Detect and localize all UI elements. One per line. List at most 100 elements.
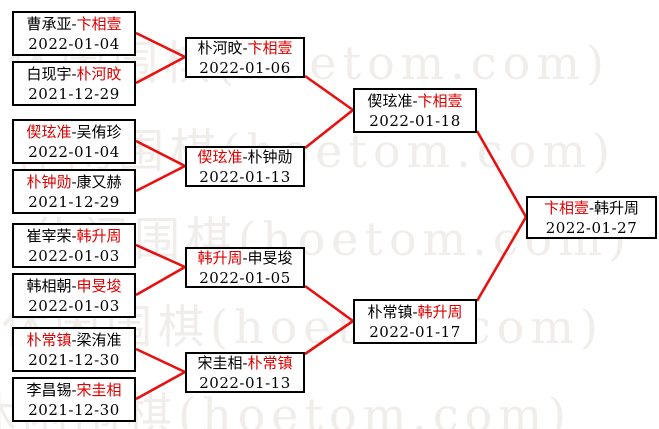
player1-name: 朴常镇 <box>367 302 413 321</box>
player1-name: 白现宇 <box>26 64 72 83</box>
connector-line <box>135 347 186 374</box>
player2-name: 韩升周 <box>417 302 463 321</box>
player1-name: 韩相朝 <box>26 276 72 295</box>
players-separator: - <box>71 172 77 191</box>
match-players: 朴河旼-卞相壹 <box>197 38 292 58</box>
players-separator: - <box>71 330 77 349</box>
player1-name: 韩升周 <box>197 248 243 267</box>
match-players: 崔宰荣-韩升周 <box>26 226 121 246</box>
player2-name: 韩升周 <box>76 226 122 245</box>
players-separator: - <box>242 38 248 57</box>
match-date: 2022-01-03 <box>28 296 120 315</box>
match-date: 2022-01-13 <box>199 167 291 186</box>
match-box-r1m6: 韩相朝-申旻埈 2022-01-03 <box>12 273 136 318</box>
match-box-r2m4: 宋圭相-朴常镇 2022-01-13 <box>185 352 305 393</box>
match-box-r1m1: 曹承亚-卞相壹 2022-01-04 <box>12 11 136 56</box>
match-date: 2022-01-18 <box>369 111 461 130</box>
players-separator: - <box>588 198 595 217</box>
match-box-sf2: 朴常镇-韩升周 2022-01-17 <box>353 299 477 344</box>
player2-name: 卞相壹 <box>417 91 463 110</box>
players-separator: - <box>412 302 418 321</box>
match-players: 白现宇-朴河旼 <box>26 64 121 84</box>
connector-line <box>135 265 186 297</box>
connector-line <box>135 31 186 59</box>
player1-name: 卞相壹 <box>543 198 589 217</box>
player1-name: 偰玹准 <box>26 122 72 141</box>
connector-line <box>304 108 354 150</box>
player2-name: 吴侑珍 <box>76 122 122 141</box>
match-players: 曹承亚-卞相壹 <box>26 14 121 34</box>
match-players: 朴常镇-韩升周 <box>367 302 462 322</box>
connector-line <box>135 164 186 193</box>
match-date: 2022-01-05 <box>199 268 291 287</box>
match-players: 韩相朝-申旻埈 <box>26 276 121 296</box>
match-box-r1m4: 朴钟勋-康又赫 2021-12-29 <box>12 169 136 214</box>
player2-name: 韩升周 <box>594 198 640 217</box>
connector-line <box>475 130 528 218</box>
player2-name: 梁洧准 <box>76 330 122 349</box>
match-players: 偰玹准-吴侑珍 <box>26 122 121 142</box>
match-box-r2m3: 韩升周-申旻埈 2022-01-05 <box>185 247 305 288</box>
match-date: 2022-01-04 <box>28 142 120 161</box>
players-separator: - <box>412 91 418 110</box>
match-date: 2022-01-27 <box>545 218 638 237</box>
player1-name: 崔宰荣 <box>26 226 72 245</box>
player2-name: 卞相壹 <box>76 14 122 33</box>
match-date: 2021-12-30 <box>28 350 120 369</box>
players-separator: - <box>242 248 248 267</box>
player2-name: 朴钟勋 <box>247 147 293 166</box>
player2-name: 康又赫 <box>76 172 122 191</box>
connector-line <box>135 55 186 85</box>
players-separator: - <box>71 14 77 33</box>
match-players: 宋圭相-朴常镇 <box>197 353 292 373</box>
match-players: 偰玹准-卞相壹 <box>367 91 462 111</box>
match-date: 2021-12-29 <box>28 192 120 211</box>
match-box-r1m2: 白现宇-朴河旼 2021-12-29 <box>12 61 136 106</box>
players-separator: - <box>71 226 77 245</box>
player2-name: 申旻埈 <box>76 276 122 295</box>
match-players: 卞相壹-韩升周 <box>544 198 639 218</box>
player1-name: 朴常镇 <box>26 330 72 349</box>
match-players: 朴常镇-梁洧准 <box>26 330 121 350</box>
connector-line <box>304 74 354 112</box>
player1-name: 朴钟勋 <box>26 172 72 191</box>
players-separator: - <box>71 276 77 295</box>
match-date: 2021-12-29 <box>28 84 120 103</box>
player2-name: 朴常镇 <box>247 353 293 372</box>
connector-line <box>304 284 354 323</box>
player1-name: 宋圭相 <box>197 353 243 372</box>
match-box-r2m2: 偰玹准-朴钟勋 2022-01-13 <box>185 146 305 187</box>
connector-line <box>475 216 528 302</box>
player1-name: 偰玹准 <box>197 147 243 166</box>
match-players: 偰玹准-朴钟勋 <box>197 147 292 167</box>
match-box-r1m7: 朴常镇-梁洧准 2021-12-30 <box>12 327 136 372</box>
players-separator: - <box>242 353 248 372</box>
connector-line <box>135 370 186 401</box>
match-date: 2022-01-04 <box>28 34 120 53</box>
match-date: 2022-01-13 <box>199 373 291 392</box>
players-separator: - <box>71 122 77 141</box>
match-date: 2021-12-30 <box>28 400 120 419</box>
players-separator: - <box>71 64 77 83</box>
match-box-r1m3: 偰玹准-吴侑珍 2022-01-04 <box>12 119 136 164</box>
connector-line <box>135 243 186 269</box>
match-players: 韩升周-申旻埈 <box>197 248 292 268</box>
player1-name: 李昌锡 <box>26 380 72 399</box>
match-date: 2022-01-06 <box>199 58 291 77</box>
match-players: 朴钟勋-康又赫 <box>26 172 121 192</box>
player1-name: 偰玹准 <box>367 91 413 110</box>
player2-name: 卞相壹 <box>247 38 293 57</box>
match-box-r1m8: 李昌锡-宋圭相 2021-12-30 <box>12 377 136 422</box>
player2-name: 宋圭相 <box>76 380 122 399</box>
player1-name: 朴河旼 <box>197 38 243 57</box>
match-date: 2022-01-03 <box>28 246 120 265</box>
match-players: 李昌锡-宋圭相 <box>26 380 121 400</box>
players-separator: - <box>242 147 248 166</box>
connector-line <box>135 139 186 168</box>
match-date: 2022-01-17 <box>369 322 461 341</box>
match-box-r2m1: 朴河旼-卞相壹 2022-01-06 <box>185 37 305 78</box>
players-separator: - <box>71 380 77 399</box>
player1-name: 曹承亚 <box>26 14 72 33</box>
